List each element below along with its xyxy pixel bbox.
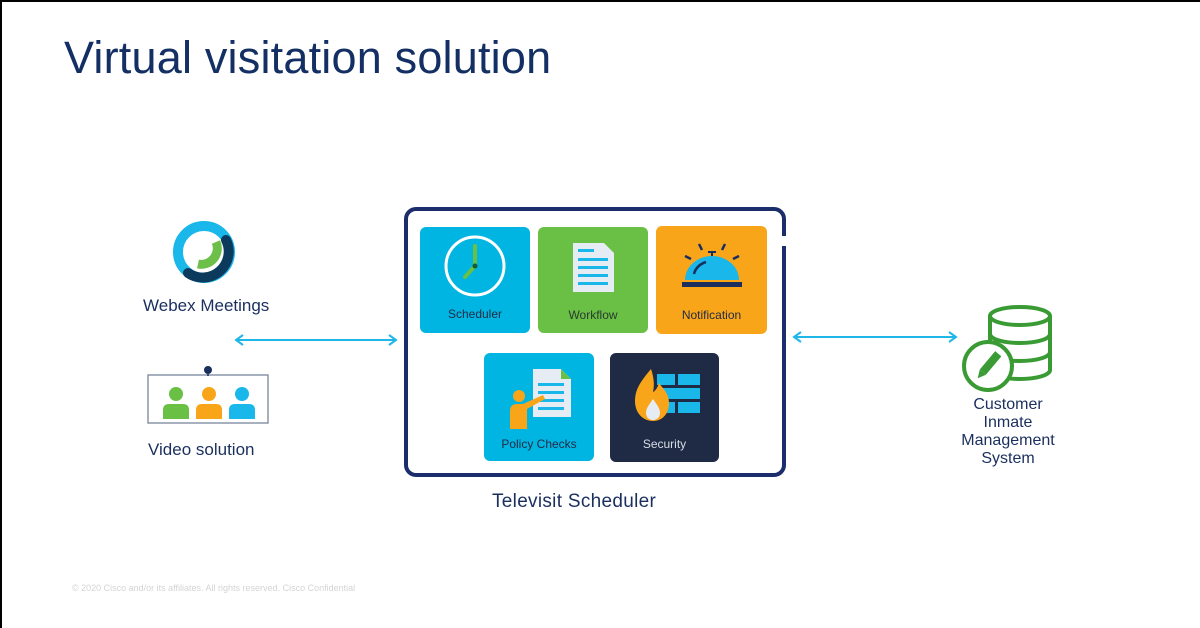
label-line: System [981,450,1035,467]
label-line: Inmate [983,414,1033,431]
database-edit-icon [962,305,1052,392]
document-icon [538,235,648,301]
televisit-scheduler-container [404,207,786,477]
service-bell-icon [656,234,767,300]
webex-logo-icon [173,221,235,283]
webex-meetings-label: Webex Meetings [143,296,270,315]
customer-inmate-management-system-label: Customer Inmate Management System [940,396,1076,468]
televisit-scheduler-caption: Televisit Scheduler [492,491,657,512]
label-line: Customer [973,396,1043,413]
slide-title: Virtual visitation solution [64,32,552,83]
video-conference-icon [147,366,269,424]
tile-label: Workflow [568,308,618,322]
copyright-footer: © 2020 Cisco and/or its affiliates. All … [72,583,356,593]
label-line: Management [961,432,1055,449]
presenter-document-icon [484,361,594,431]
bidirectional-arrow-left [234,334,398,346]
tile-notification[interactable]: Notification [656,226,767,334]
tile-policy-checks[interactable]: Policy Checks [484,353,594,461]
firewall-flame-icon [610,361,719,431]
frame-left-border [0,0,2,628]
video-solution-label: Video solution [148,440,255,459]
tile-label: Security [642,437,687,451]
bidirectional-arrow-right [792,331,958,343]
tile-workflow[interactable]: Workflow [538,227,648,333]
tile-label: Scheduler [447,307,503,321]
clock-icon [420,235,530,301]
tile-label: Policy Checks [501,437,577,451]
tile-security[interactable]: Security [610,353,719,462]
frame-top-border [0,0,1200,2]
tile-scheduler[interactable]: Scheduler [420,227,530,333]
tile-label: Notification [681,308,742,322]
container-border-gap [781,236,787,246]
